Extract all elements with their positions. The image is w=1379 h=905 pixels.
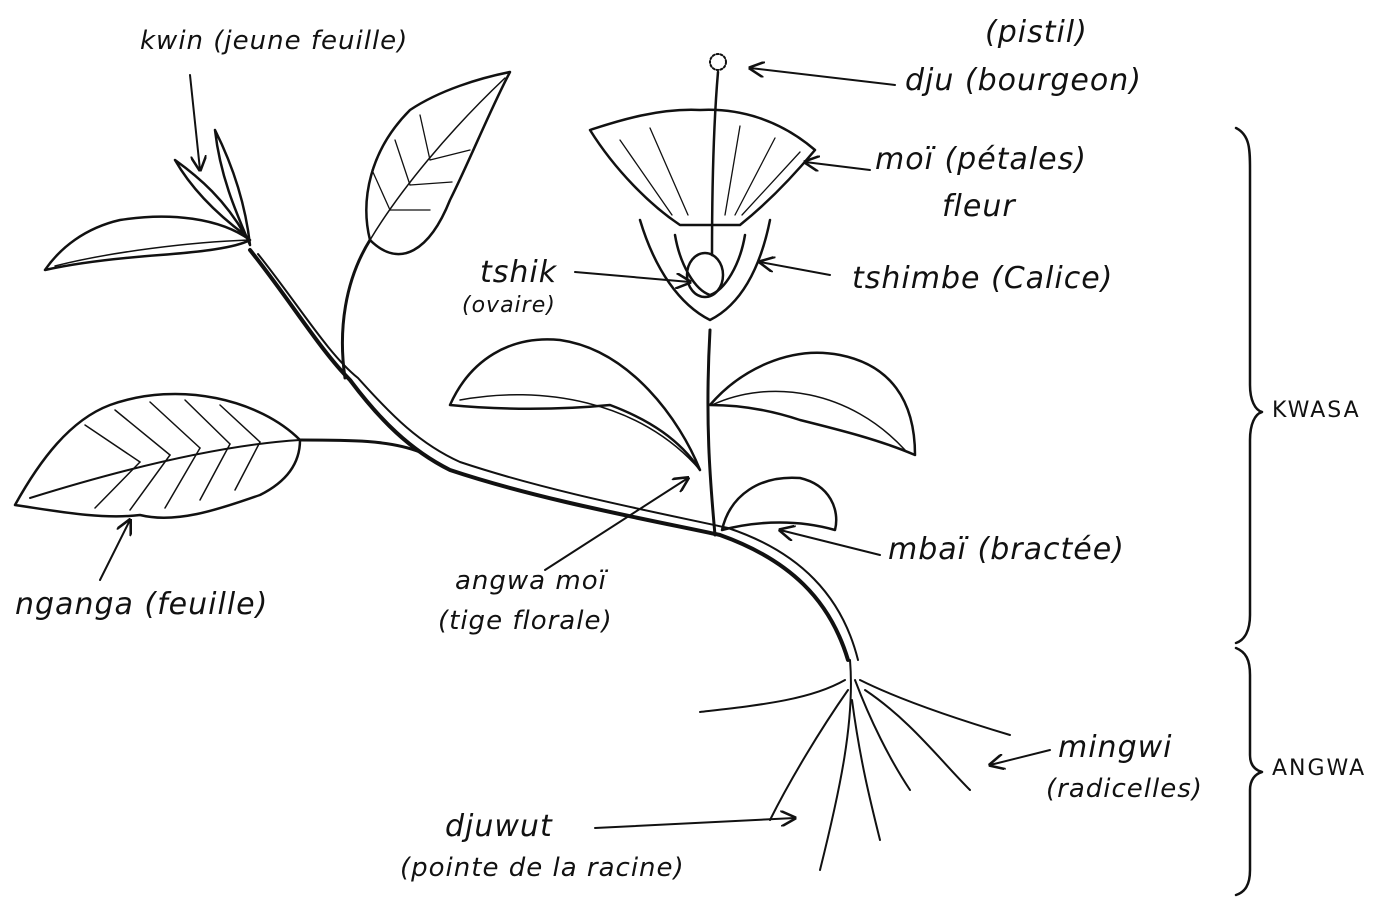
flower-stem (708, 330, 715, 535)
label-arrows (100, 68, 1050, 828)
bract-mbai (722, 478, 836, 530)
label-angwa-moi: angwa moï (455, 568, 607, 594)
petals (590, 110, 815, 225)
brace-kwasa (1236, 128, 1262, 643)
label-pistil: (pistil) (985, 18, 1088, 48)
leaf-upper-left (45, 217, 250, 270)
leaf-mid-left (450, 339, 700, 470)
ovary (687, 253, 723, 297)
leaf-nganga-midrib (30, 440, 300, 498)
label-radicelles: (radicelles) (1046, 776, 1203, 802)
upper-stem (342, 240, 370, 378)
label-nganga: nganga (feuille) (15, 590, 268, 620)
label-moi: moï (pétales) (875, 145, 1087, 175)
pistil (712, 72, 718, 255)
leaf-kwin-1 (215, 130, 250, 245)
leaf-kwin-2 (175, 160, 245, 235)
brace-angwa (1236, 648, 1262, 895)
roots (700, 660, 1010, 870)
label-tige-florale: (tige florale) (438, 608, 613, 634)
label-djuwut: djuwut (445, 812, 553, 842)
leaf-petiole-nganga (300, 440, 420, 452)
label-mingwi: mingwi (1058, 733, 1173, 763)
label-kwin: kwin (jeune feuille) (140, 28, 408, 54)
label-dju: dju (bourgeon) (905, 66, 1142, 96)
label-fleur: fleur (942, 192, 1016, 222)
label-angwa: ANGWA (1272, 758, 1366, 780)
leaf-nganga (15, 394, 300, 518)
stigma (710, 54, 726, 70)
label-ovaire: (ovaire) (462, 295, 556, 317)
label-tshik: tshik (480, 258, 557, 288)
leaf-mid-right (710, 353, 915, 455)
label-tshimbe: tshimbe (Calice) (852, 264, 1113, 294)
label-mbai: mbaï (bractée) (888, 535, 1125, 565)
label-pointe: (pointe de la racine) (400, 855, 685, 881)
leaf-nganga-veins (85, 400, 260, 510)
leaf-top-midrib (370, 78, 505, 240)
leaf-top (366, 72, 510, 254)
label-kwasa: KWASA (1272, 400, 1361, 422)
petal-lines (620, 126, 800, 215)
main-stem-inner (258, 254, 858, 660)
calyx (640, 220, 770, 320)
